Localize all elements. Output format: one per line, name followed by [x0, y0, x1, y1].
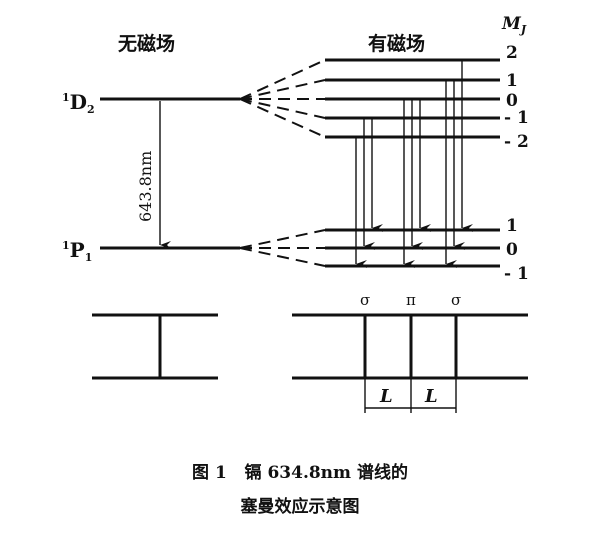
mj-upper-1: 1 [506, 71, 518, 91]
term-upper-main: D [70, 90, 87, 114]
spacing-label-right: L [424, 386, 438, 407]
header-no-field: 无磁场 [118, 32, 175, 55]
fan-upper-2 [239, 79, 326, 100]
caption-line-2: 塞曼效应示意图 [241, 496, 360, 517]
term-upper-label: 1D2 [62, 90, 95, 116]
fan-lower-3 [239, 247, 326, 267]
term-lower-label: 1P1 [62, 238, 92, 264]
header-with-field: 有磁场 [368, 32, 425, 55]
term-upper-sup: 1 [62, 91, 70, 104]
mj-lower-m1: - 1 [504, 264, 529, 284]
spacing-label-left: L [379, 386, 393, 407]
fan-upper-1 [239, 59, 326, 100]
mj-header-sub: J [519, 23, 527, 36]
mj-upper-m1: - 1 [504, 108, 529, 128]
wavelength-label: 643.8nm [136, 151, 155, 222]
caption-line-1: 图 1 镉 634.8nm 谱线的 [192, 462, 408, 483]
pol-sigma-right: σ [451, 291, 461, 309]
term-lower-sub: 1 [85, 251, 93, 264]
term-upper-sub: 2 [87, 103, 95, 116]
mj-upper-2: 2 [506, 43, 518, 63]
mj-upper-0: 0 [506, 91, 518, 111]
pol-pi: π [406, 291, 416, 309]
fan-upper-5 [239, 98, 326, 138]
mj-header-main: M [501, 14, 522, 34]
fan-lower-1 [239, 229, 326, 249]
term-lower-main: P [70, 238, 85, 262]
mj-header: MJ [501, 14, 527, 36]
mj-upper-m2: - 2 [504, 132, 529, 152]
mj-lower-0: 0 [506, 240, 518, 260]
pol-sigma-left: σ [360, 291, 370, 309]
term-lower-sup: 1 [62, 239, 70, 252]
mj-lower-1: 1 [506, 216, 518, 236]
fan-upper-4 [239, 98, 326, 119]
